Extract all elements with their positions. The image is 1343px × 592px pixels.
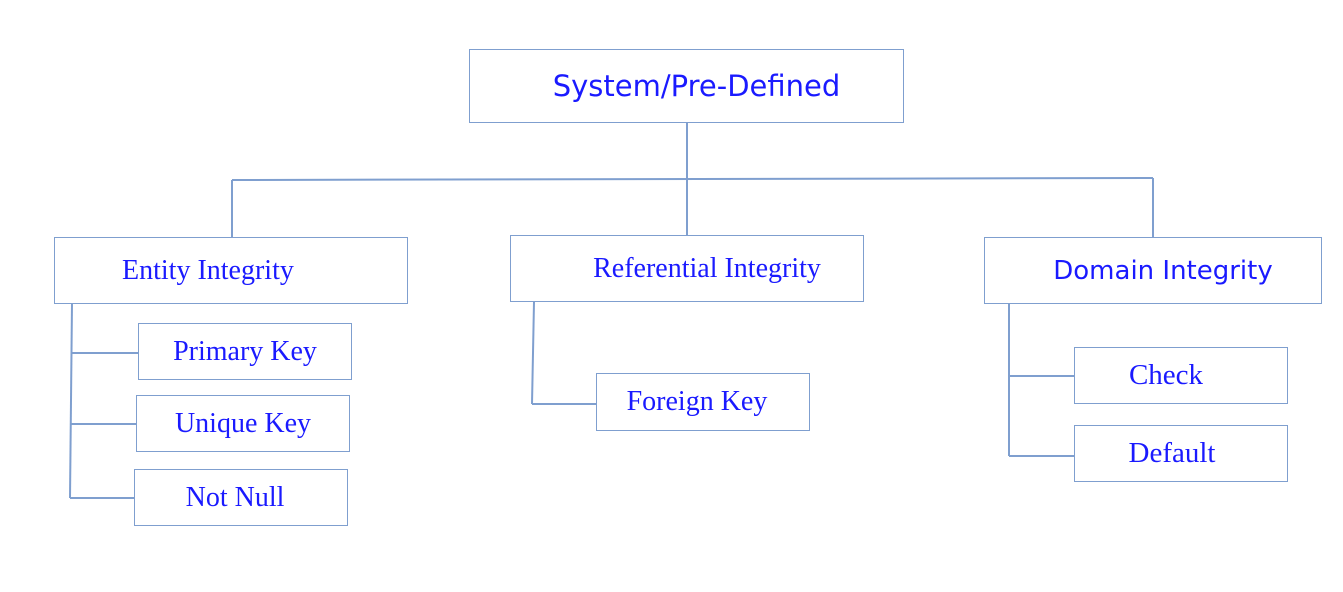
node-not-null: Not Null (134, 469, 348, 526)
root-node-label: System/Pre-Defined (552, 69, 841, 103)
connector-bus (231, 177, 1154, 181)
node-check: Check (1074, 347, 1288, 404)
root-node: System/Pre-Defined (469, 49, 904, 123)
node-primary-key: Primary Key (138, 323, 352, 380)
node-foreign-key-label: Foreign Key (626, 386, 768, 417)
node-domain-integrity: Domain Integrity (984, 237, 1322, 304)
node-foreign-key: Foreign Key (596, 373, 810, 431)
node-domain-integrity-label: Domain Integrity (1053, 255, 1273, 286)
node-referential-integrity: Referential Integrity (510, 235, 864, 302)
node-referential-integrity-label: Referential Integrity (593, 252, 821, 284)
node-check-label: Check (1128, 359, 1204, 391)
node-entity-integrity: Entity Integrity (54, 237, 408, 304)
node-default: Default (1074, 425, 1288, 482)
node-unique-key: Unique Key (136, 395, 350, 452)
connector-referential-spine (531, 301, 535, 405)
node-primary-key-label: Primary Key (173, 335, 317, 367)
node-not-null-label: Not Null (185, 481, 285, 513)
node-default-label: Default (1128, 437, 1216, 469)
node-entity-integrity-label: Entity Integrity (122, 254, 294, 286)
node-unique-key-label: Unique Key (174, 407, 312, 439)
connector-entity-spine (69, 302, 73, 499)
